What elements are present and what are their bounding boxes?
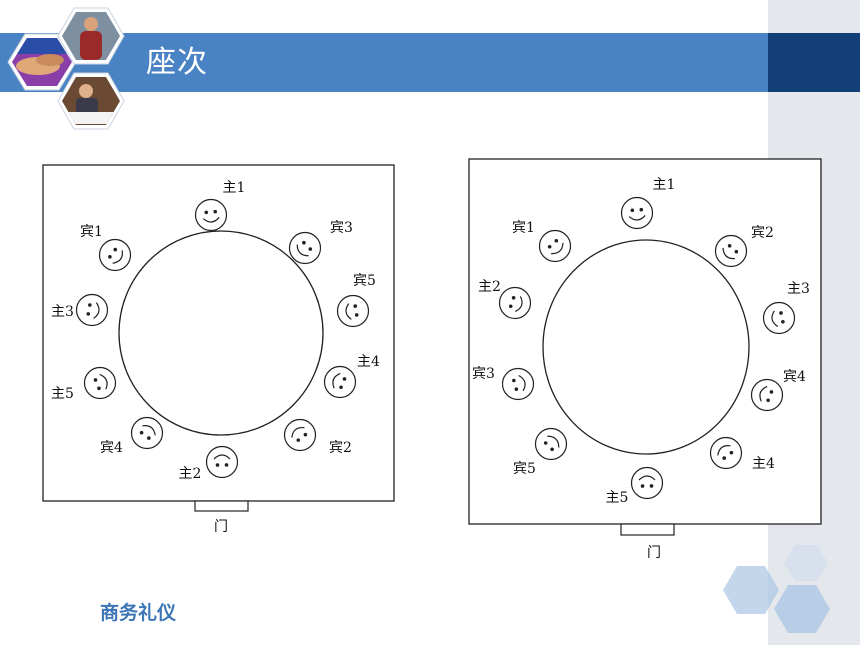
seat: 宾5 [513,427,568,477]
smiley-face-icon [283,418,317,452]
seat-label: 宾5 [513,461,536,477]
seat: 宾5 [336,273,376,328]
smiley-face-icon [130,416,164,450]
smiley-face-icon [501,367,535,401]
seat: 宾1 [512,220,572,263]
seat-label: 主1 [223,180,246,196]
smiley-face-icon [194,198,228,232]
seat: 宾1 [80,224,132,272]
seat: 主4 [709,436,775,472]
round-table [542,239,750,455]
seat: 主1 [620,177,676,230]
smiley-face-icon [714,234,748,268]
hexagon-decoration [723,545,830,633]
seat-label: 宾3 [330,220,353,236]
seat: 主5 [51,366,117,402]
seat-label: 主4 [752,456,775,472]
seat: 宾3 [288,220,353,265]
seat-label: 主3 [787,281,810,297]
seat-label: 主5 [606,490,629,506]
seat: 宾4 [750,369,806,412]
slide-title: 座次 [146,45,208,80]
smiley-face-icon [75,293,109,327]
footer-label: 商务礼仪 [100,602,177,624]
smiley-face-icon [534,427,568,461]
businessman-photo [62,12,120,60]
seat: 宾2 [714,225,774,268]
seat-label: 主2 [478,279,501,295]
seat-label: 主3 [51,304,74,320]
door-label: 门 [214,519,228,535]
seat: 主3 [762,281,810,335]
smiley-face-icon [83,366,117,400]
seat-label: 主4 [357,354,380,370]
seat-label: 宾3 [472,366,495,382]
title-banner-end [768,33,860,92]
seat-label: 宾1 [512,220,535,236]
round-table [118,230,324,436]
door-label: 门 [647,545,661,561]
photo-collage [7,7,125,130]
smiley-face-icon [750,378,784,412]
seat: 宾3 [472,366,535,401]
seat-label: 主5 [51,386,74,402]
smiley-face-icon [630,466,664,500]
seat-label: 宾2 [329,440,352,456]
smiley-face-icon [336,294,370,328]
smiley-face-icon [762,301,796,335]
door [194,500,249,512]
office-photo [62,77,120,125]
smiley-face-icon [98,238,132,272]
seat: 主2 [179,445,239,482]
smiley-face-icon [288,231,322,265]
seating-diagram-1: 门 主1 宾3 宾5 主4 宾2 主2 宾4 主5 主3 宾1 [42,164,395,535]
seat: 主4 [323,354,380,399]
smiley-face-icon [538,229,572,263]
seat-label: 主1 [653,177,676,193]
seat: 宾4 [100,416,164,456]
smiley-face-icon [498,286,532,320]
smiley-face-icon [205,445,239,479]
smiley-face-icon [709,436,743,470]
seat-label: 宾4 [783,369,806,385]
seat-label: 宾4 [100,440,123,456]
title-banner [0,33,768,92]
smiley-face-icon [323,365,357,399]
seat: 宾2 [283,418,352,456]
seat-label: 宾1 [80,224,103,240]
seating-diagram-2: 门 主1 宾2 主3 宾4 主4 主5 宾5 宾3 主2 宾1 [468,158,822,561]
seat: 主3 [51,293,109,327]
seat: 主1 [194,180,246,232]
seat-label: 宾5 [353,273,376,289]
seat: 主2 [478,279,532,320]
door [620,523,675,536]
handshake-photo [12,38,72,86]
seat: 主5 [606,466,664,506]
seat-label: 主2 [179,466,202,482]
seat-label: 宾2 [751,225,774,241]
smiley-face-icon [620,196,654,230]
